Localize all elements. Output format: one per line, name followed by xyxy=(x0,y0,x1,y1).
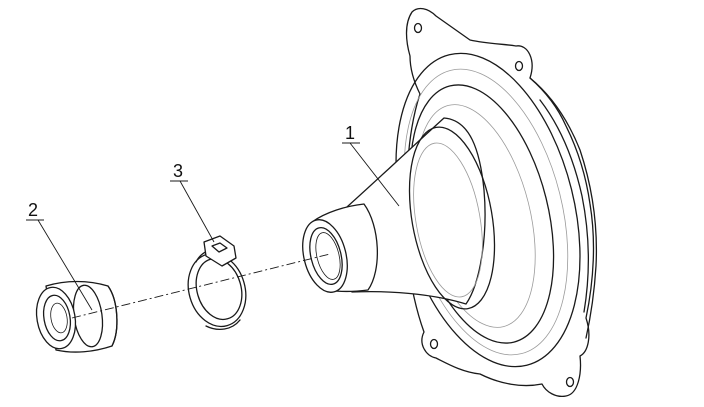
sleeve-rear-edge xyxy=(107,285,118,347)
ear-hole-top xyxy=(413,22,423,34)
sleeve-bore xyxy=(50,302,68,334)
ear-hole-bottom-left xyxy=(429,338,439,350)
callout-3: 3 xyxy=(170,161,215,243)
part-2-sleeve xyxy=(35,280,118,353)
sleeve-face-inner xyxy=(42,294,72,342)
callout-1-leader xyxy=(349,142,400,207)
callout-1: 1 xyxy=(342,123,400,207)
ear-hole-right xyxy=(514,60,524,72)
sleeve-face-outer xyxy=(35,286,77,350)
callout-2-leader xyxy=(37,219,93,311)
callout-1-label: 1 xyxy=(345,123,355,143)
part-3-hose-clamp xyxy=(187,235,247,331)
callout-2-label: 2 xyxy=(28,200,38,220)
clamp-screw-head xyxy=(211,242,228,253)
neck-opening-bore xyxy=(315,232,341,280)
callout-3-label: 3 xyxy=(173,161,183,181)
part-1-grommet xyxy=(302,7,597,398)
cone-base-ring-inner xyxy=(413,142,483,298)
ear-hole-bottom-right xyxy=(565,376,575,388)
callout-3-leader xyxy=(179,180,215,243)
cone-base-ring xyxy=(408,126,496,310)
flange-rim-edge-2 xyxy=(539,99,589,313)
callout-2: 2 xyxy=(26,200,93,311)
flange-rim-edge xyxy=(529,77,597,339)
neck-opening-outer xyxy=(302,219,348,293)
assembly-axis xyxy=(71,253,331,319)
neck-opening-inner xyxy=(309,226,343,286)
